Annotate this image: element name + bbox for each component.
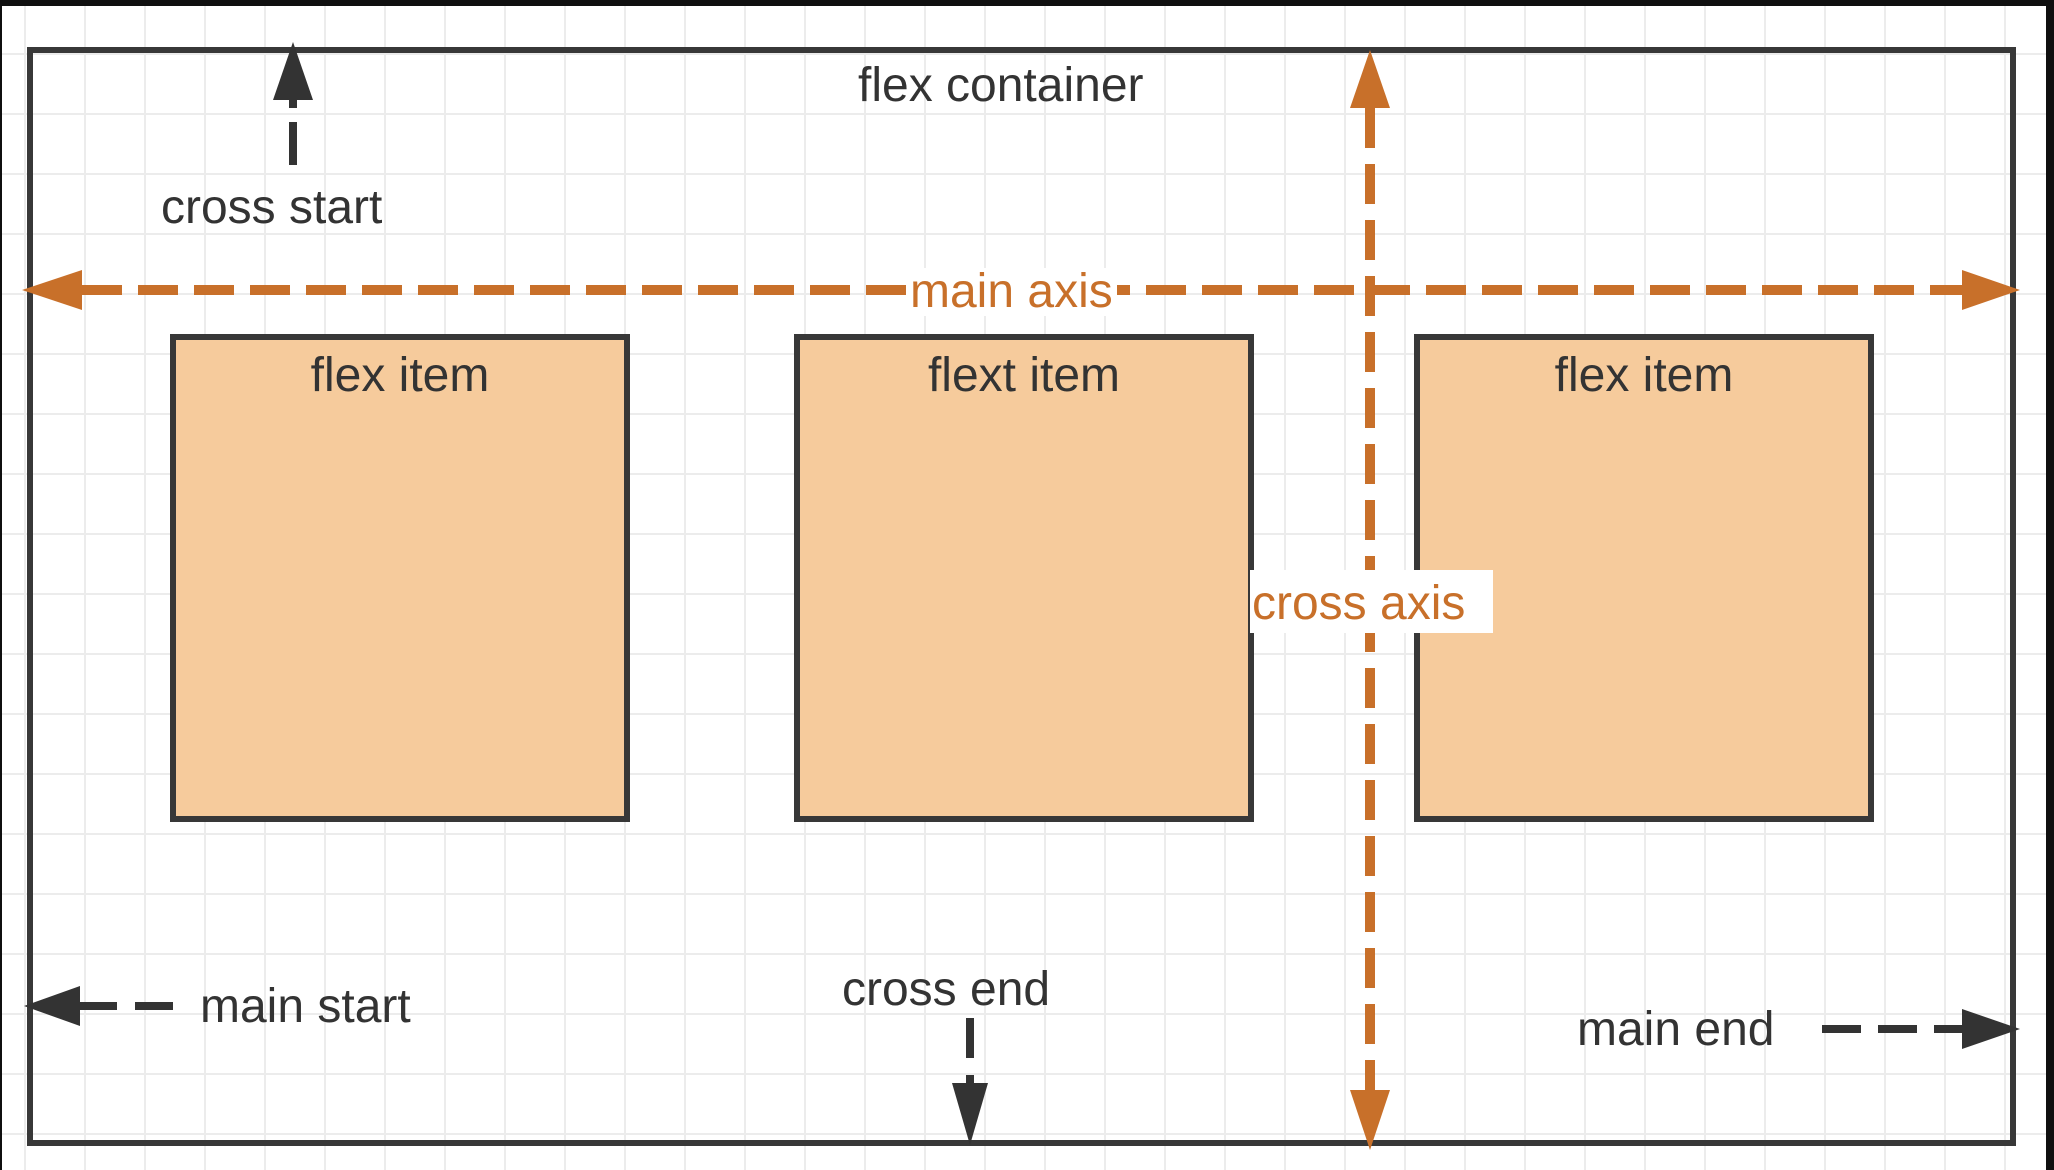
flex-container-box xyxy=(27,47,2016,1146)
flex-item-label: flex item xyxy=(310,349,490,402)
main-axis-line xyxy=(22,270,2020,310)
flex-item-3: flex item xyxy=(1414,334,1874,822)
main-start-label: main start xyxy=(200,980,411,1033)
main-axis-left-arrowhead xyxy=(22,270,82,310)
flex-container-label: flex container xyxy=(858,59,1144,112)
main-axis-label: main axis xyxy=(906,268,1117,316)
cross-axis-top-arrowhead xyxy=(1350,50,1390,108)
cross-axis-label: cross axis xyxy=(1250,570,1493,633)
main-end-arrow xyxy=(1822,1009,2020,1049)
cross-start-label: cross start xyxy=(161,181,383,234)
cross-start-arrow xyxy=(273,42,313,165)
flex-item-label: flex item xyxy=(1554,349,1734,402)
flex-item-2: flext item xyxy=(794,334,1254,822)
cross-end-label: cross end xyxy=(842,963,1051,1016)
flex-item-1: flex item xyxy=(170,334,630,822)
cross-axis-line xyxy=(1350,50,1390,1150)
main-end-label: main end xyxy=(1577,1003,1775,1056)
flex-item-label: flext item xyxy=(927,349,1121,402)
cross-axis-bottom-arrowhead xyxy=(1350,1090,1390,1150)
cross-end-arrow xyxy=(952,1018,988,1145)
main-axis-right-arrowhead xyxy=(1962,270,2020,310)
main-start-arrow xyxy=(24,986,173,1026)
